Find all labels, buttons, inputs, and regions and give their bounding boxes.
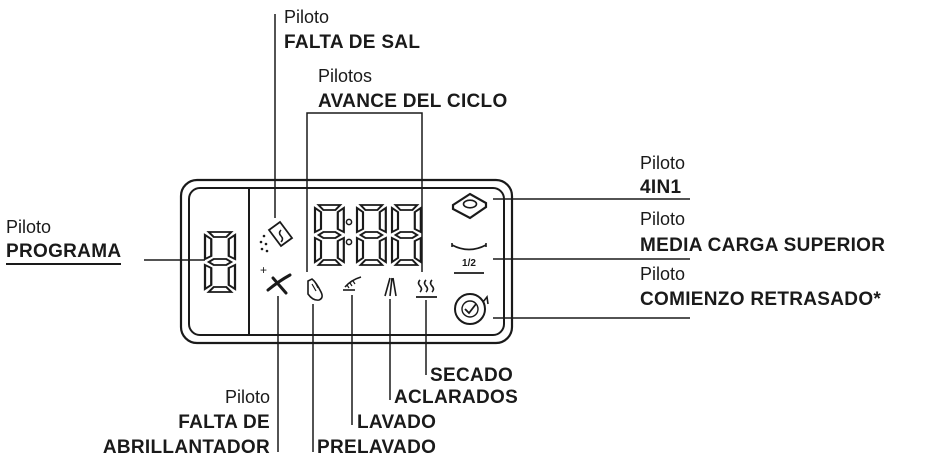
lavado-label: LAVADO bbox=[357, 412, 437, 433]
tablet-4in1-icon bbox=[451, 192, 488, 220]
4in1-caption: Piloto bbox=[640, 153, 686, 173]
media-carga-caption: Piloto bbox=[640, 209, 686, 229]
comienzo-label: COMIENZO RETRASADO* bbox=[640, 289, 882, 310]
delay-start-icon bbox=[454, 293, 489, 325]
programa-caption: Piloto bbox=[6, 217, 52, 237]
programa-label: PROGRAMA bbox=[6, 242, 122, 265]
time-digit-1 bbox=[313, 203, 345, 267]
comienzo-caption: Piloto bbox=[640, 264, 686, 284]
abrillantador-label-line1: FALTA DE bbox=[178, 412, 270, 433]
panel-frame bbox=[179, 178, 514, 345]
half-load-fraction: 1/2 bbox=[462, 258, 476, 269]
secado-label: SECADO bbox=[430, 365, 514, 386]
salt-icon bbox=[259, 220, 294, 253]
wash-icon bbox=[343, 276, 362, 291]
media-carga-label: MEDIA CARGA SUPERIOR bbox=[640, 235, 886, 256]
falta-sal-label: FALTA DE SAL bbox=[284, 32, 421, 53]
svg-text:+: + bbox=[260, 263, 267, 277]
prelavado-label: PRELAVADO bbox=[317, 437, 437, 458]
falta-sal-caption: Piloto bbox=[284, 7, 330, 27]
half-load-icon: 1/2 bbox=[451, 243, 487, 274]
4in1-label: 4IN1 bbox=[640, 177, 682, 198]
colon-dot-top bbox=[345, 218, 353, 226]
aclarados-label: ACLARADOS bbox=[394, 387, 519, 408]
program-digit-display bbox=[203, 230, 237, 294]
time-display bbox=[313, 203, 422, 267]
colon-dot-bottom bbox=[345, 238, 353, 246]
prewash-icon bbox=[307, 278, 323, 301]
dry-icon bbox=[416, 279, 437, 298]
abrillantador-label-line2: ABRILLANTADOR bbox=[102, 437, 270, 458]
time-digit-2 bbox=[355, 203, 387, 267]
rinse-icon bbox=[384, 277, 397, 297]
rinse-aid-icon: + bbox=[260, 263, 292, 295]
avance-label: AVANCE DEL CICLO bbox=[318, 91, 508, 112]
time-digit-3 bbox=[390, 203, 422, 267]
avance-caption: Pilotos bbox=[318, 66, 373, 86]
leader-lines bbox=[144, 14, 690, 452]
abrillantador-caption: Piloto bbox=[224, 387, 270, 407]
